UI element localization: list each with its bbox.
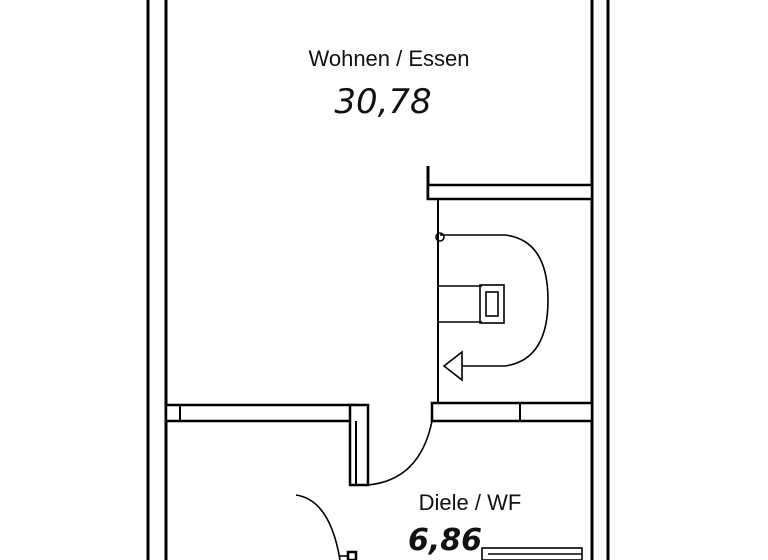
room-label-living: Wohnen / Essen (308, 46, 469, 71)
stair-element (435, 232, 549, 382)
room-area-hallway: 6,86 (408, 523, 482, 558)
hallway-fixture (481, 547, 583, 560)
left-exterior-wall (146, 0, 168, 560)
door-jamb (348, 403, 370, 487)
right-exterior-wall (590, 0, 610, 560)
partition-wall-right (430, 401, 594, 423)
room-label-hallway: Diele / WF (419, 490, 522, 515)
room-area-living: 30,78 (334, 82, 431, 122)
hallway-door (367, 408, 433, 486)
upper-partition-wall (426, 166, 594, 201)
partition-wall-left (164, 403, 358, 423)
hallway-door-lower (295, 494, 358, 560)
